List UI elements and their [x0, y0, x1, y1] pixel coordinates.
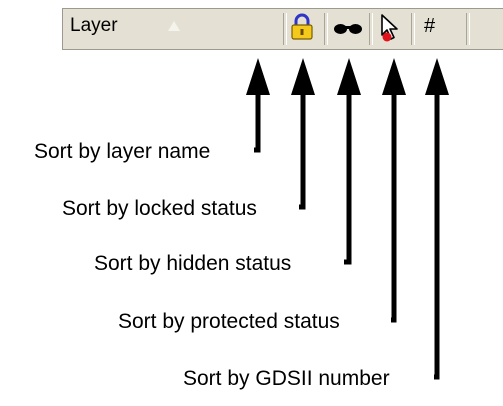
arrow-locked-status [291, 58, 315, 210]
arrow-layer-name [246, 58, 270, 153]
arrow-gdsii-number [425, 58, 449, 380]
arrow-protected-status [382, 58, 406, 323]
column-separator [369, 13, 373, 45]
column-separator [411, 13, 415, 45]
caption-sort-layer-name: Sort by layer name [34, 140, 211, 163]
lock-icon[interactable] [289, 13, 315, 41]
cursor-pointer-icon[interactable] [378, 13, 404, 43]
layer-column-label: Layer [70, 15, 118, 36]
caption-sort-locked-status: Sort by locked status [62, 197, 257, 220]
arrow-hidden-status [337, 58, 361, 265]
caption-sort-protected-status: Sort by protected status [118, 310, 340, 333]
column-separator [466, 13, 470, 45]
column-separator [283, 13, 287, 45]
gdsii-number-column-label[interactable]: # [424, 15, 436, 37]
column-header-bar [62, 8, 503, 50]
sort-ascending-icon [168, 21, 180, 31]
glasses-icon[interactable] [333, 22, 363, 36]
column-separator [324, 13, 328, 45]
caption-sort-hidden-status: Sort by hidden status [94, 252, 292, 275]
caption-sort-gdsii-number: Sort by GDSII number [183, 367, 390, 390]
